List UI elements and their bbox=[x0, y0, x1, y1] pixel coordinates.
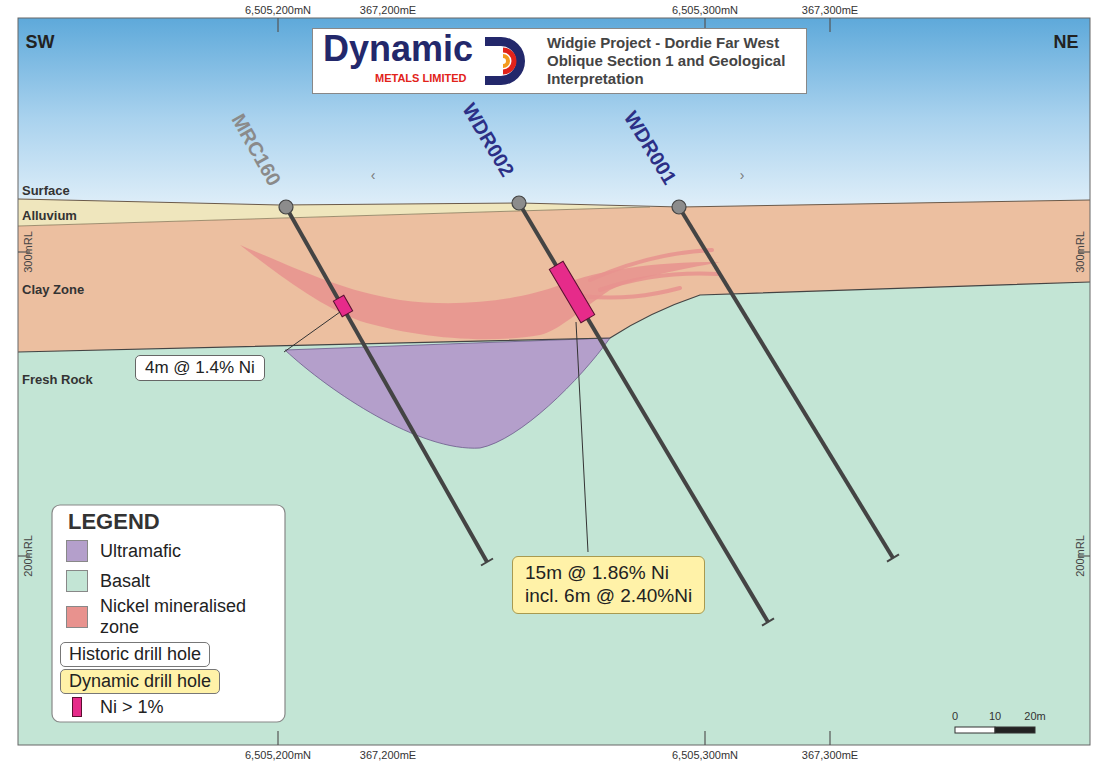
logo-d bbox=[485, 37, 525, 85]
legend-text: Ultramafic bbox=[100, 541, 181, 562]
legend-text: Ni > 1% bbox=[100, 697, 164, 718]
logo-arc bbox=[503, 50, 514, 72]
collar bbox=[512, 196, 526, 210]
intercept bbox=[549, 261, 594, 322]
frame bbox=[18, 18, 1090, 745]
legend-text: Basalt bbox=[100, 571, 150, 592]
legend-heading: LEGEND bbox=[68, 509, 160, 534]
leader-line bbox=[284, 312, 340, 352]
elevation-label: 300mRL bbox=[22, 231, 35, 273]
chevron: ‹ bbox=[371, 167, 376, 183]
intercept-text: incl. 6m @ 2.40%Ni bbox=[525, 585, 692, 608]
tick-mark bbox=[277, 731, 278, 745]
hole-end bbox=[481, 559, 493, 566]
surface-line bbox=[18, 199, 1090, 207]
coordinate-label: 367,300mE bbox=[802, 4, 858, 17]
tick-mark bbox=[829, 18, 830, 32]
drill-trace bbox=[286, 207, 487, 562]
coordinate-label: 6,505,300mN bbox=[672, 749, 738, 762]
drill-hole-label: MRC160 bbox=[227, 110, 286, 190]
sky bbox=[18, 18, 1090, 218]
coordinate-label: 367,200mE bbox=[360, 749, 416, 762]
company-name: Dynamic bbox=[323, 31, 473, 67]
collar bbox=[672, 200, 686, 214]
drill-hole-label: WDR002 bbox=[457, 99, 518, 181]
tick-mark bbox=[829, 731, 830, 745]
logo-mark bbox=[481, 33, 541, 89]
coordinate-label: 6,505,200mN bbox=[245, 4, 311, 17]
scale-bar bbox=[955, 727, 995, 733]
coordinate-label: 367,200mE bbox=[360, 4, 416, 17]
nickel-zone bbox=[240, 245, 720, 339]
coordinate-label: 367,300mE bbox=[802, 749, 858, 762]
company-subname: METALS LIMITED bbox=[375, 73, 466, 84]
leader-line bbox=[576, 322, 588, 552]
hole-end bbox=[762, 618, 774, 625]
callout-box: 15m @ 1.86% Niincl. 6m @ 2.40%Ni bbox=[512, 556, 705, 614]
elevation-label: 200mRL bbox=[22, 535, 35, 577]
intercept-text: 15m @ 1.86% Ni bbox=[525, 562, 692, 585]
scale-label: 10 bbox=[989, 710, 1001, 723]
clay-zone bbox=[18, 200, 1090, 352]
title-box: DynamicMETALS LIMITED Widgie Project - Do… bbox=[312, 28, 807, 94]
legend-text: Historic drill hole bbox=[69, 644, 201, 665]
callout-box: 4m @ 1.4% Ni bbox=[135, 355, 265, 381]
legend-frame bbox=[52, 505, 285, 722]
legend-sample-box: Dynamic drill hole bbox=[60, 669, 220, 694]
coordinate-label: 6,505,200mN bbox=[245, 749, 311, 762]
ticks bbox=[18, 18, 1090, 745]
layer-label: Alluvium bbox=[22, 209, 77, 224]
legend-swatch bbox=[66, 570, 88, 592]
legend-text: Dynamic drill hole bbox=[69, 671, 211, 692]
layer-label: Clay Zone bbox=[22, 283, 84, 298]
legend-sample-box: Historic drill hole bbox=[60, 642, 210, 667]
alluvium-base bbox=[18, 207, 650, 226]
intercept bbox=[333, 295, 352, 317]
elevation-label: 300mRL bbox=[1074, 231, 1087, 273]
compass-label: SW bbox=[26, 32, 55, 53]
hole-end bbox=[887, 554, 899, 561]
compass-label: NE bbox=[1053, 32, 1078, 53]
legend-swatch bbox=[66, 606, 88, 628]
chevron: › bbox=[740, 167, 745, 183]
title-text: Widgie Project - Dordie Far West Oblique… bbox=[547, 34, 797, 88]
legend-swatch bbox=[66, 540, 88, 562]
logo-arc bbox=[503, 56, 508, 66]
legend-text: Nickel mineralised zone bbox=[100, 596, 260, 637]
collar bbox=[279, 200, 293, 214]
nickel-fingers bbox=[580, 250, 718, 298]
ultramafic-body bbox=[285, 338, 610, 448]
scale-label: 20m bbox=[1024, 710, 1045, 723]
drill-trace bbox=[679, 207, 893, 558]
layer-label: Fresh Rock bbox=[22, 373, 93, 388]
scale-bar bbox=[995, 727, 1035, 733]
intercept-text: 4m @ 1.4% Ni bbox=[145, 358, 255, 378]
drill-hole-label: WDR001 bbox=[619, 107, 681, 188]
drill-holes bbox=[279, 196, 899, 626]
layer-label: Surface bbox=[22, 184, 70, 199]
tick-mark bbox=[704, 731, 705, 745]
tick-mark bbox=[277, 18, 278, 32]
alluvium bbox=[18, 199, 650, 226]
elevation-label: 200mRL bbox=[1074, 535, 1087, 577]
legend-swatch bbox=[72, 697, 82, 717]
coordinate-label: 6,505,300mN bbox=[672, 4, 738, 17]
scale-label: 0 bbox=[952, 710, 958, 723]
